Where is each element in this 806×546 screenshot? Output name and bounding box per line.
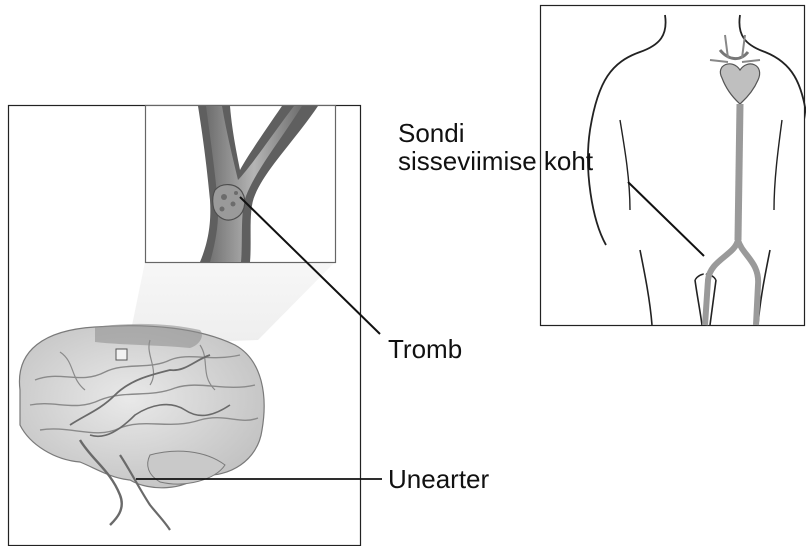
cerebral-artery-label: Unearter [388, 466, 489, 492]
insertion-site-label-line1: Sondi [398, 120, 465, 146]
insertion-site-label-line2: sisseviimise koht [398, 148, 593, 174]
thrombus-inset [146, 106, 336, 263]
thrombus-label: Tromb [388, 336, 462, 362]
